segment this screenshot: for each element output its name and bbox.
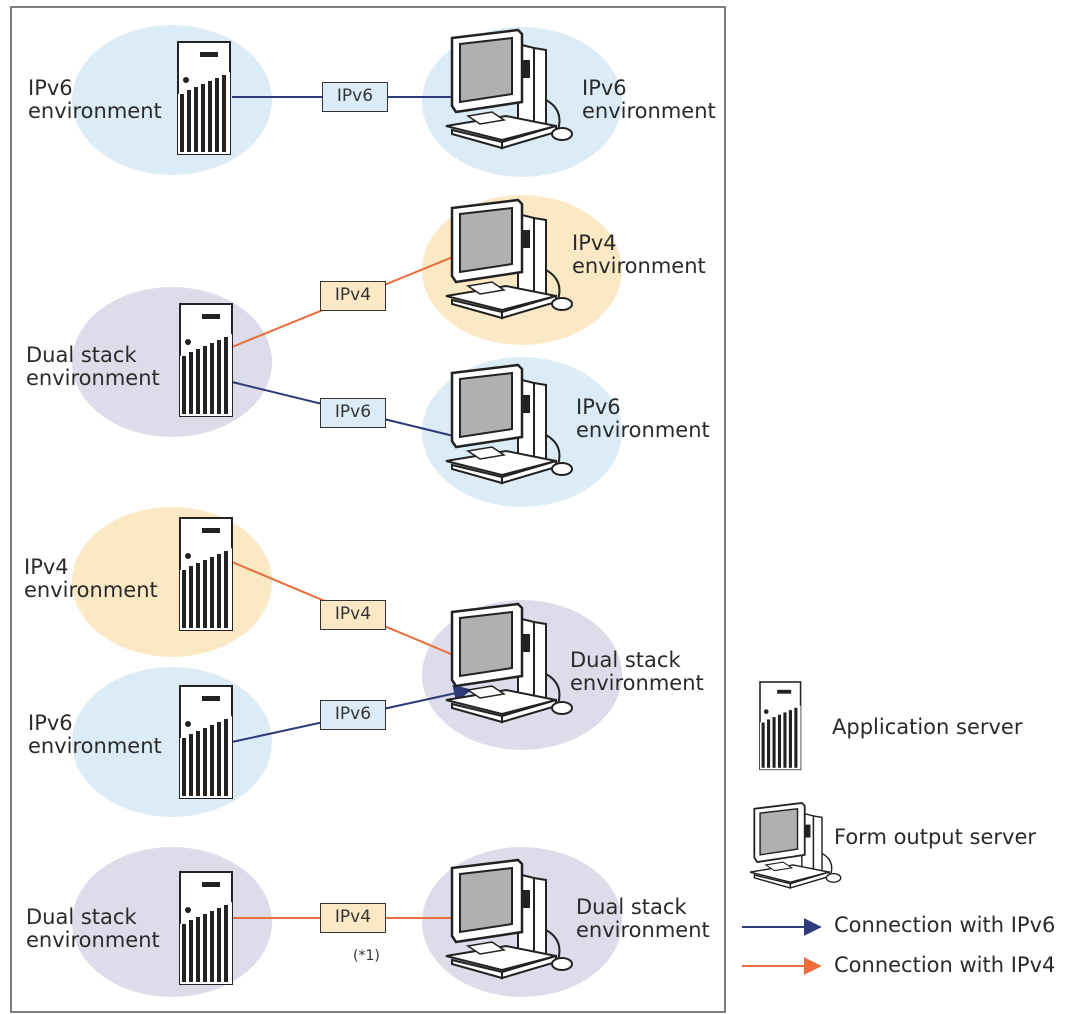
legend-ipv4-connection-label: Connection with IPv4 (834, 953, 1056, 977)
ipv6-protocol-box: IPv6 (320, 700, 386, 730)
legend-ipv6-connection-label: Connection with IPv6 (834, 913, 1056, 937)
server-tower-icon (179, 517, 233, 631)
legend-app-server-label: Application server (832, 715, 1023, 739)
server-tower-icon (179, 871, 233, 985)
ipv6-protocol-box: IPv6 (322, 82, 388, 112)
footnote-marker: (*1) (353, 948, 380, 964)
legend-form-server-label: Form output server (834, 825, 1036, 849)
server-tower-icon (179, 685, 233, 799)
ipv4-protocol-box: IPv4 (320, 281, 386, 311)
legend-desktop-computer-icon (749, 802, 842, 889)
ipv6-protocol-box: IPv6 (320, 398, 386, 428)
server-tower-icon (179, 303, 233, 417)
diagram-frame (10, 6, 726, 1013)
server-tower-icon (177, 41, 231, 155)
legend-server-tower-icon (759, 681, 802, 771)
ipv4-protocol-box: IPv4 (320, 903, 386, 933)
ipv4-protocol-box: IPv4 (320, 600, 386, 630)
